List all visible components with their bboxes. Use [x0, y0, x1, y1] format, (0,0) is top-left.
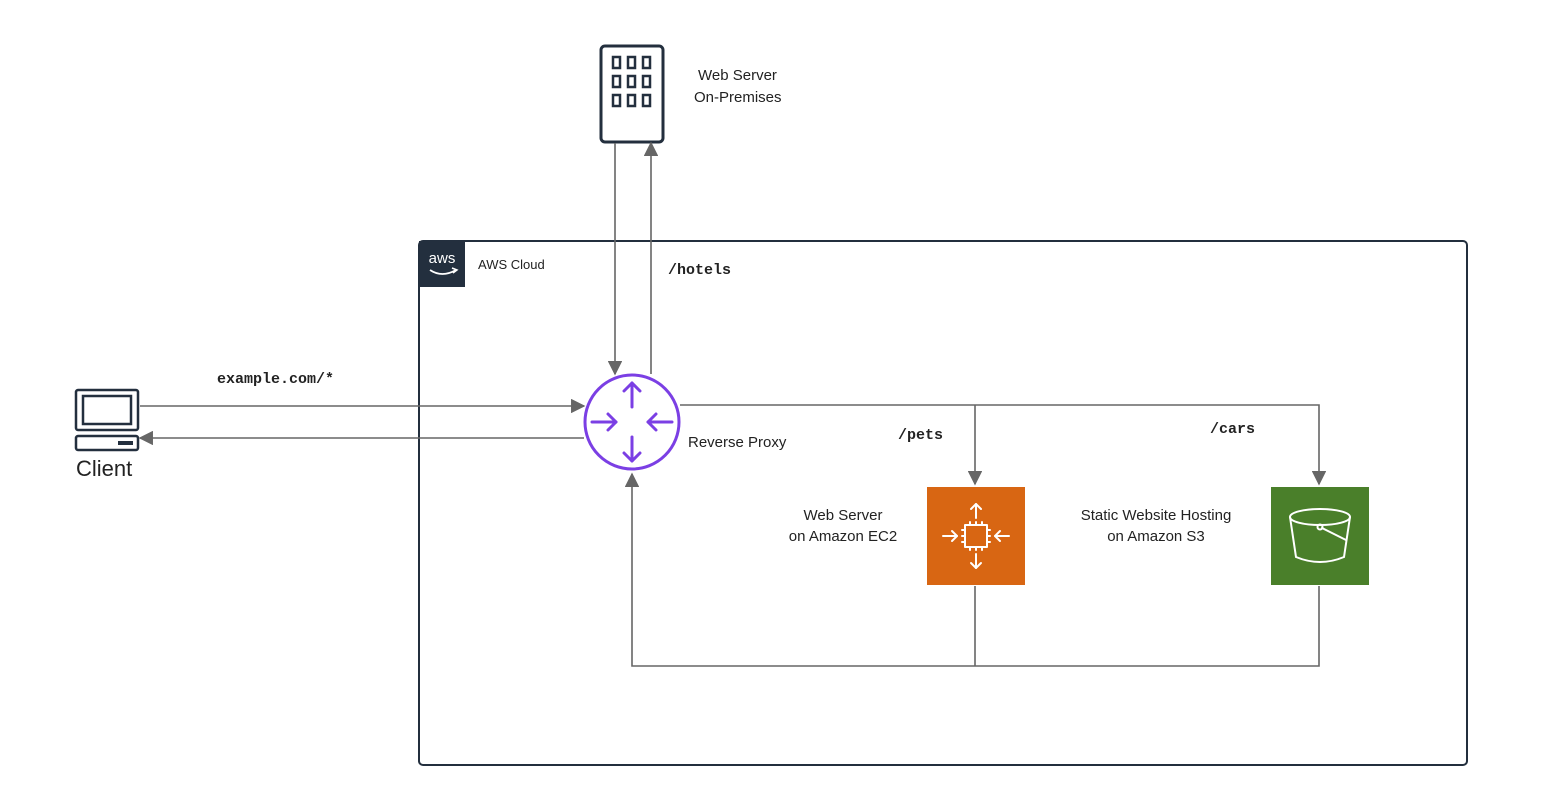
aws-smile-icon [429, 269, 457, 275]
aws-cloud-label: AWS Cloud [478, 257, 545, 272]
aws-badge [419, 241, 465, 287]
return-arrow [624, 472, 1320, 667]
aws-cloud-group: aws [418, 240, 1468, 766]
aws-cloud-border [418, 240, 1468, 766]
s3-label-line2: on Amazon S3 [1107, 528, 1205, 545]
s3-label-line1: Static Website Hosting [1080, 507, 1232, 524]
onprem-label-line2: On-Premises [694, 89, 782, 106]
ec2-label-line1: Web Server [803, 507, 883, 524]
building-icon [599, 44, 665, 144]
route-cars-label: /cars [1210, 421, 1256, 438]
reverse-proxy-label: Reverse Proxy [688, 434, 787, 451]
computer-icon [74, 388, 140, 452]
onprem-label-line1: Web Server [698, 67, 777, 84]
reverse-proxy-icon [583, 373, 681, 471]
route-hotels-label: /hotels [668, 262, 732, 279]
client-label: Client [76, 456, 133, 481]
s3-bucket-icon [1271, 487, 1369, 585]
connectors [138, 141, 1327, 667]
route-all-label: example.com/* [217, 371, 335, 388]
aws-badge-text: aws [429, 250, 456, 267]
ec2-label-line2: on Amazon EC2 [788, 528, 898, 545]
route-pets-label: /pets [898, 427, 944, 444]
ec2-icon [927, 487, 1025, 585]
cars-request-arrow [680, 404, 1327, 486]
